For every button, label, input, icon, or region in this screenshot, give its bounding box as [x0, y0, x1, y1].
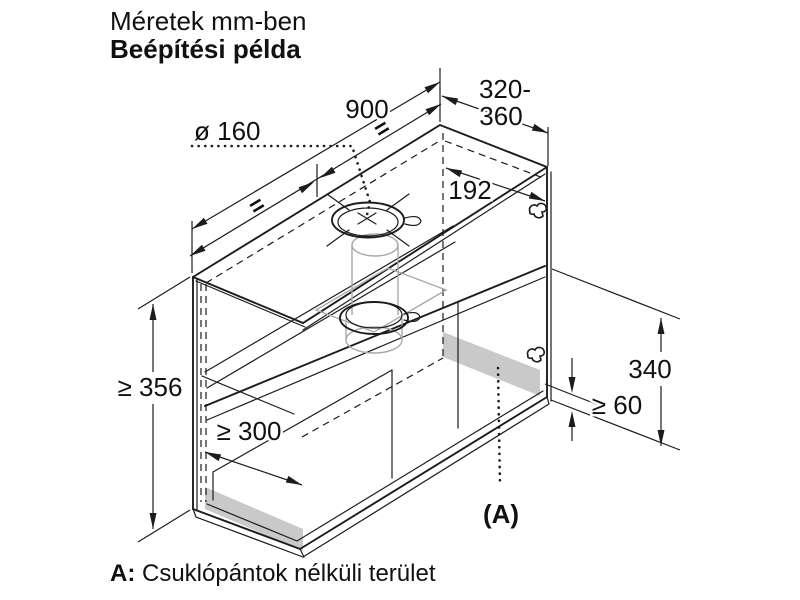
- leader-lines: [190, 144, 502, 488]
- hinge-icon-top: [528, 202, 548, 219]
- dim-hinge-free-60: ≥ 60: [592, 390, 642, 420]
- duct-hole-lug: [404, 215, 422, 227]
- cabinet-outline: [192, 123, 552, 558]
- dim-depth-360: 360: [479, 101, 522, 131]
- page-title: Méretek mm-ben: [110, 6, 307, 36]
- dimension-arrowheads: [149, 82, 665, 529]
- duct-hole-center-cross: [357, 212, 377, 225]
- area-a-leader: [496, 366, 502, 488]
- duct-hole-icon: [326, 193, 422, 247]
- hinge-free-zone-right: [443, 332, 540, 396]
- hinge-icon-bottom: [526, 346, 546, 363]
- dim-side-height-340: 340: [628, 354, 671, 384]
- dim-min-height-356: ≥ 356: [118, 372, 183, 402]
- area-a-reference: (A): [483, 499, 519, 529]
- hood-top-plate: [314, 267, 448, 333]
- hinge-icons: [526, 202, 548, 363]
- collar-lug: [403, 311, 421, 323]
- dim-width-900: 900: [345, 94, 388, 124]
- page-subtitle: Beépítési példa: [110, 34, 301, 64]
- equal-mark-right: =: [369, 114, 395, 144]
- equal-mark-left: =: [244, 191, 270, 221]
- hinge-free-area-shading: [205, 332, 540, 551]
- dim-offset-192: 192: [448, 175, 491, 205]
- duct-collar: [314, 233, 448, 354]
- footnote-label: A:: [110, 560, 135, 587]
- dimension-lines: [137, 68, 681, 543]
- hinge-free-zone-left: [205, 487, 303, 551]
- duct-diameter-leader: [190, 144, 372, 217]
- footnote: A: Csuklópántok nélküli terület: [110, 560, 436, 587]
- footnote-text: Csuklópántok nélküli terület: [135, 560, 435, 587]
- dim-duct-diameter: ø 160: [194, 116, 261, 146]
- dim-depth-320: 320-: [479, 74, 531, 104]
- labels: Méretek mm-ben Beépítési példa 900 320- …: [110, 6, 674, 587]
- cabinet-hidden-edges: [200, 133, 547, 502]
- dim-min-depth-300: ≥ 300: [217, 416, 282, 446]
